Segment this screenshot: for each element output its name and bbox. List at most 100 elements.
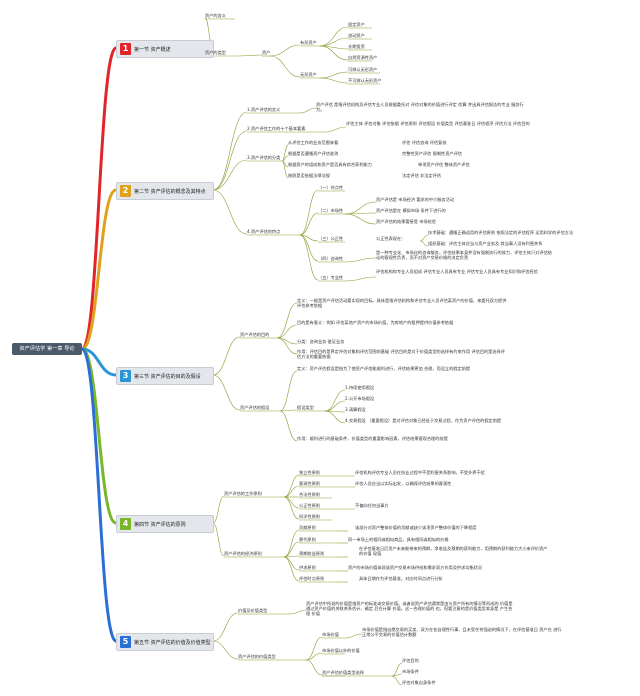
connector	[269, 55, 301, 78]
connector	[344, 276, 377, 282]
connector	[276, 302, 298, 339]
connector	[212, 159, 248, 191]
s2-characteristics: 4.资产评估的特点	[247, 229, 281, 234]
connector	[283, 541, 300, 558]
section-2-title: 第二节 资产评估的概念及其特点	[134, 188, 206, 195]
s4-eco-value: 该部分对资产整体价值的贡献或缺少该项资产整体价值的下降程度	[355, 525, 477, 530]
connector	[319, 77, 349, 84]
connector	[305, 636, 323, 661]
connector	[212, 130, 248, 191]
connector	[283, 474, 300, 498]
s2-class-label: 按照是否依据法律法规	[288, 173, 330, 178]
s2-char-item: 组织基础：评估主体应当与资产业务及 其当事人没有利害关系	[428, 241, 543, 246]
section-4-title: 第四节 资产评估的原则	[134, 521, 186, 528]
s3-hyp-item: 1.持续使用假设	[345, 385, 375, 390]
s4-eco-label: 替代原则	[299, 537, 316, 542]
s1-types: 资产的类型	[205, 50, 226, 55]
s2-class-label: 根据是否遵循资产评估准则	[288, 151, 339, 156]
s2-char-item: 资产评估的结果要接受 市场检验	[376, 219, 436, 224]
s4-eco-label: 贡献原则	[299, 525, 316, 530]
connector	[281, 144, 289, 162]
connector	[279, 409, 298, 412]
s5-factor-item: 评估目的	[402, 658, 419, 663]
s5-categories: 资产评估的价值类型	[238, 654, 276, 659]
s4-eco-label: 预期收益原则	[299, 551, 325, 556]
s2-elements: 2.资产评估工作的十个基本要素	[247, 126, 306, 131]
section-5-number: 5	[120, 636, 131, 648]
connector	[283, 555, 300, 558]
connector	[305, 652, 323, 661]
s2-char-label: （四）咨询性	[318, 256, 344, 261]
s2-class-value: 完整性资产评估 限制性资产评估	[402, 151, 462, 156]
s2-char-item: 公正性表现在：	[376, 236, 406, 241]
s2-concept-text: 资产评估 是指评估机构及评估专业人员根据委托对 评估对象的价值进行评定 估算 并…	[316, 102, 524, 113]
section-1-title: 第一节 资产概述	[134, 46, 171, 53]
connector	[324, 400, 346, 412]
connector	[344, 257, 377, 263]
connector	[279, 410, 298, 442]
connector	[299, 234, 319, 281]
s2-char-item: 是一种专业化、市场化的咨询服务，评估结果本身并没有强制执行的效力，评估主体只对评…	[376, 250, 552, 261]
s2-char-item: 评估机构和专业人员组成 评估专业人员具有专业 评估专业人员具有专业知识和评估经验	[376, 269, 538, 274]
connector	[391, 662, 403, 677]
connector	[81, 347, 117, 377]
s4-eco-label: 供求原则	[299, 565, 316, 570]
connector	[276, 337, 298, 345]
section-4-number: 4	[120, 518, 131, 530]
connector	[319, 45, 349, 61]
connector	[319, 71, 349, 79]
connector	[80, 347, 118, 643]
s4-eco-value: 在评估基准日后资产未来能带来的预期，净收益及预期的获利能力，用预期的获利能力大小…	[359, 546, 548, 557]
connector	[324, 126, 347, 133]
connector	[212, 612, 239, 642]
s2-classification: 3.资产评估的分类	[247, 155, 281, 160]
s2-class-label: 根据资产的组成和资产是否具有综合获利能力	[288, 162, 372, 167]
connector	[419, 234, 429, 242]
s1-intangible: 无形资产	[300, 72, 317, 77]
s5-market-text: 市场价值是指自愿交易的买卖、双方在各自理性行事、且未受任何强迫的情况下，在评估基…	[362, 627, 562, 638]
s4-eco-value: 同一市场上的相同或相似商品，具有相同或相似的价格	[348, 537, 449, 542]
s3-purpose-item: 分类：咨询业务 鉴证业务	[297, 339, 345, 344]
connector	[235, 54, 263, 57]
s1-tangible: 有形资产	[300, 40, 317, 45]
s2-char-label: （三）公正性	[318, 236, 344, 241]
s4-work-value: 评估机构评估专业人员在执业过程中不受利害关系影响，不受外界干扰	[355, 470, 485, 475]
s3-purpose: 资产评估的目的	[240, 332, 270, 337]
connector	[391, 675, 403, 686]
s5-factors: 资产评估价值类型选择	[322, 670, 364, 675]
s5-market: 市场价值	[322, 632, 339, 637]
connector	[344, 201, 377, 215]
connector	[283, 556, 300, 582]
connector	[276, 324, 298, 339]
connector	[212, 522, 225, 557]
s4-work-label: 独立性原则	[299, 470, 320, 475]
connector	[283, 496, 300, 520]
section-3-title: 第三节 资产评估的目的及假设	[134, 373, 201, 380]
s2-char-item: 资产评估是 市场经济 要求的中介服务活动	[376, 197, 455, 202]
s4-work-value: 不偏向任何当事方	[355, 503, 389, 508]
section-3-number: 3	[120, 370, 131, 382]
connector	[391, 673, 403, 677]
s4-economic: 资产评估的经济原则	[224, 551, 262, 556]
s1-asset: 资产	[262, 50, 271, 55]
connector	[324, 389, 346, 412]
connector	[283, 529, 300, 558]
connector	[283, 485, 300, 498]
s3-hypothesis: 资产评估的假设	[240, 405, 270, 410]
s3-hyp-item: 4.交易假设 （重要假设）是对评估对象已经处于交易过程，作为资产评估的假定前提	[345, 418, 502, 423]
s2-elements-text: 评估主体 评估对象 评估依据 评估原则 评估假设 价值类型 评估基准日 评估程序…	[346, 121, 530, 126]
s4-work-label: 客观性原则	[299, 481, 320, 486]
connector	[269, 44, 301, 57]
s2-char-label: （五）专业性	[318, 275, 344, 280]
s2-class-value: 法定评估 非法定评估	[402, 173, 442, 178]
s2-char-label: （一）时点性	[318, 185, 344, 190]
s2-char-item: 技术基础：遵循正确适用的评估原则 依照法定的评估程序 运用科学的评估方法	[428, 230, 574, 235]
section-2-number: 2	[120, 185, 131, 197]
s4-work-value: 评估人员应当以实际出发，以确保评估结果的客观性	[355, 481, 452, 486]
s3-hyp-types: 假设类型	[297, 405, 314, 410]
